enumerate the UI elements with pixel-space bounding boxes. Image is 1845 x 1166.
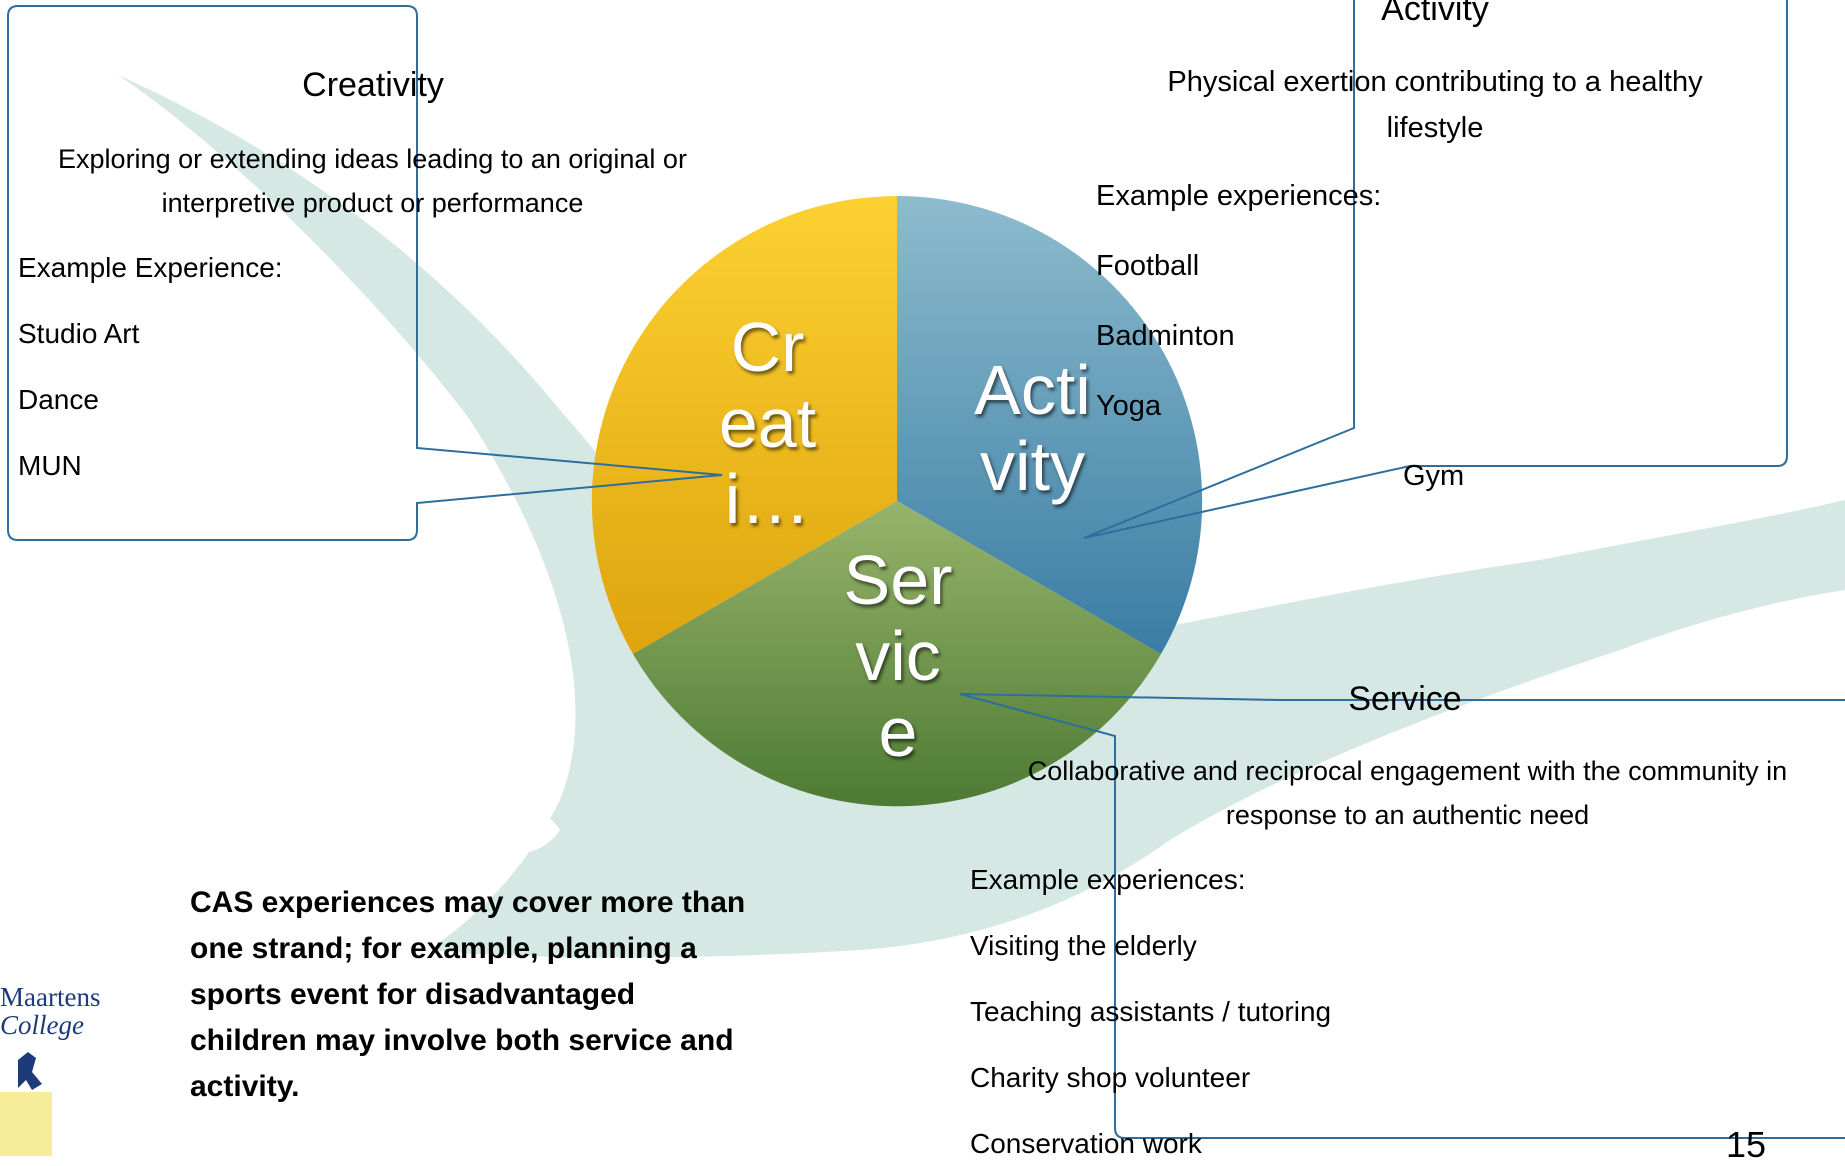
- service-example: Teaching assistants / tutoring: [970, 996, 1332, 1027]
- pie-label-line: vic: [855, 617, 941, 695]
- activity-example: Football: [1096, 250, 1200, 282]
- service-example: Charity shop volunteer: [970, 1062, 1251, 1093]
- logo-line-1: Maartens: [0, 982, 101, 1012]
- activity-example: Gym: [1403, 460, 1465, 492]
- logo-graphic: [0, 1052, 52, 1156]
- pie-label-line: Ser: [843, 541, 953, 619]
- creativity-title: Creativity: [302, 66, 444, 104]
- pie-label-line: eat: [718, 384, 817, 462]
- creativity-example: MUN: [18, 450, 82, 481]
- service-example: Visiting the elderly: [970, 930, 1197, 961]
- creativity-example: Studio Art: [18, 318, 140, 349]
- pie-label-service: Ser vic e: [838, 542, 958, 770]
- pie-label-activity: Acti vity: [960, 352, 1105, 504]
- service-title: Service: [1348, 680, 1462, 718]
- activity-title: Activity: [1381, 0, 1489, 28]
- pie-label-line: e: [878, 693, 918, 771]
- creativity-examples-label: Example Experience:: [18, 252, 283, 283]
- logo-line-2: College: [0, 1010, 84, 1040]
- activity-examples-label: Example experiences:: [1096, 180, 1382, 212]
- pie-label-line: Cr: [730, 308, 805, 386]
- creativity-description: Exploring or extending ideas leading to …: [58, 144, 687, 218]
- creativity-example: Dance: [18, 384, 99, 415]
- service-description: Collaborative and reciprocal engagement …: [1027, 756, 1788, 830]
- activity-example: Yoga: [1096, 390, 1162, 422]
- cas-note: CAS experiences may cover more than one …: [190, 886, 746, 1103]
- activity-example: Badminton: [1096, 320, 1235, 352]
- pie-label-line: i…: [724, 460, 811, 538]
- service-example: Conservation work: [970, 1128, 1202, 1159]
- pie-label-creativity: Cr eat i…: [710, 309, 825, 537]
- pie-label-line: Acti: [974, 351, 1091, 429]
- activity-description: Physical exertion contributing to a heal…: [1167, 66, 1703, 144]
- college-logo: Maartens College: [0, 972, 140, 1156]
- service-examples-label: Example experiences:: [970, 864, 1246, 895]
- page-number: 15: [1726, 1124, 1767, 1165]
- pie-label-line: vity: [980, 427, 1085, 505]
